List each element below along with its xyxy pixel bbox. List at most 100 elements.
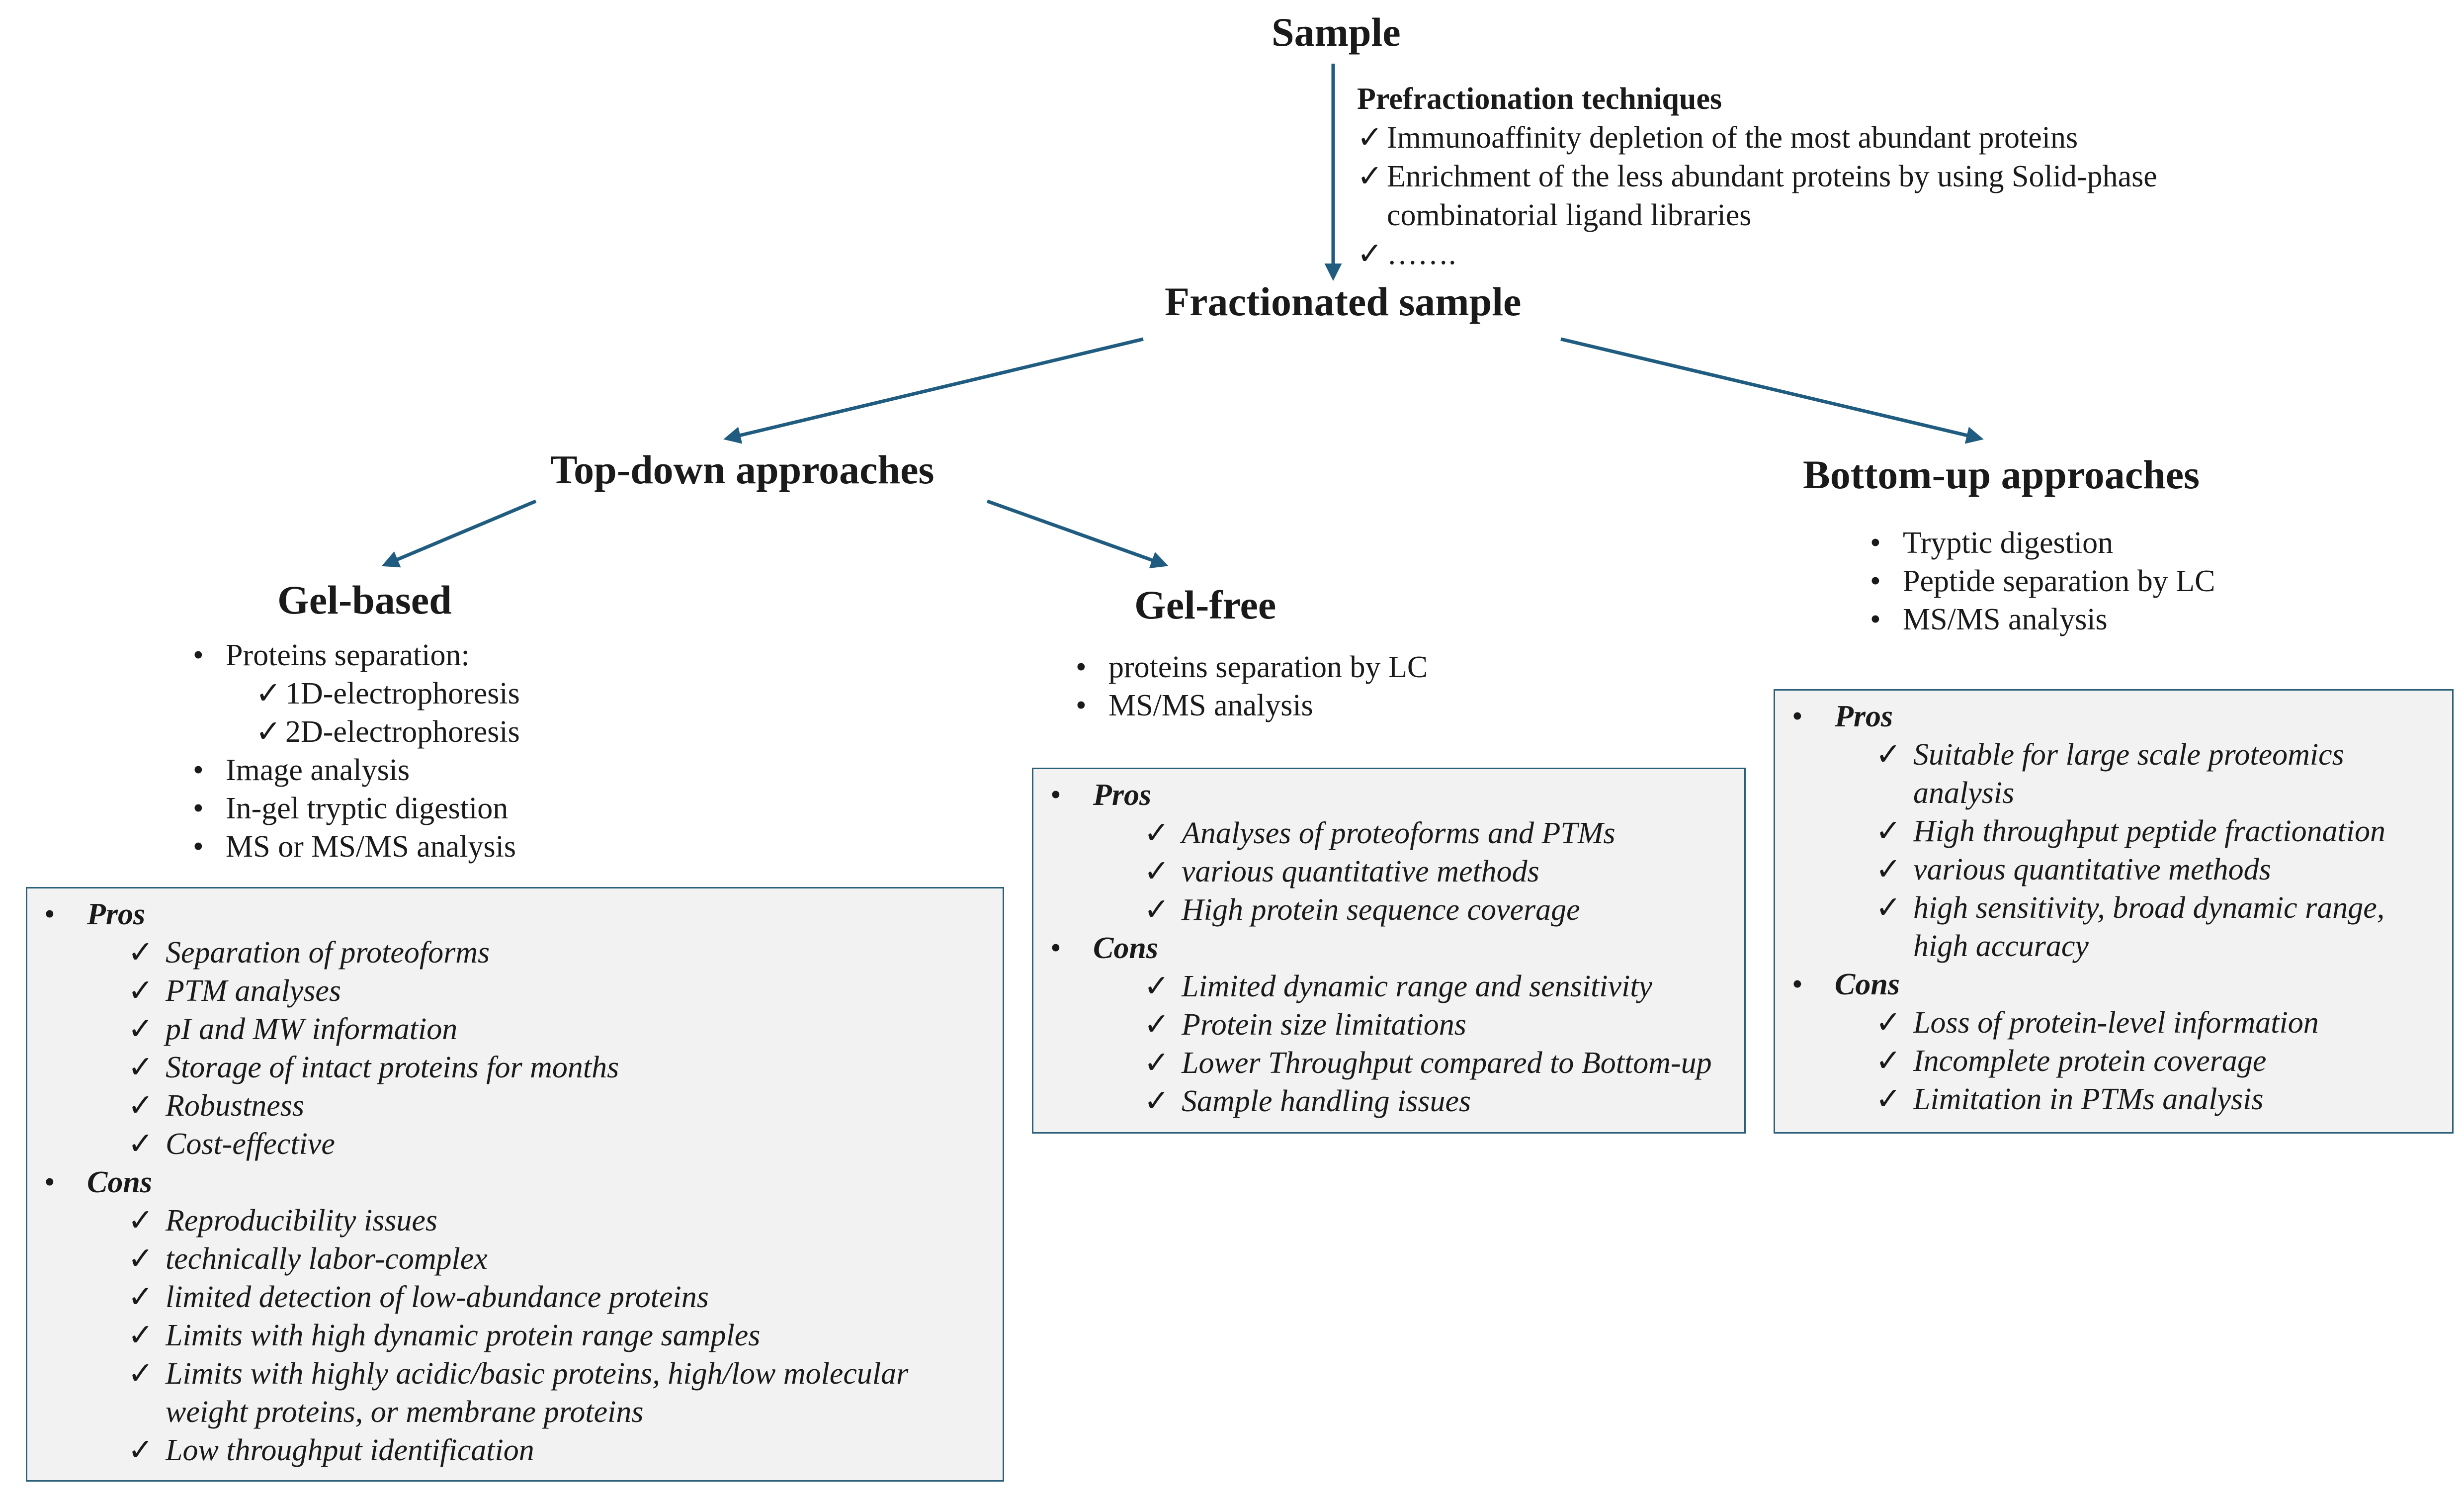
arrow-fractionated-to-bottom-up [1560,337,1984,444]
bullet-icon: • [1870,603,1881,636]
check-icon: ✓ [1144,970,1170,1003]
check-icon: ✓ [1875,1044,1901,1078]
list-item: •In-gel tryptic digestion [192,790,520,828]
list-item: •MS/MS analysis [1869,601,2215,639]
check-icon: ✓ [1144,893,1170,927]
check-icon: ✓ [128,1280,154,1314]
pros-heading: •Pros [1787,698,2442,736]
check-icon: ✓ [128,1089,154,1123]
list-item: •proteins separation by LC [1075,648,1428,687]
pros-item: ✓pI and MW information [128,1010,993,1049]
cons-item: ✓limited detection of low-abundance prot… [128,1278,993,1317]
node-bottom-up-approaches: Bottom-up approaches [1803,452,2200,497]
bullet-icon: • [1076,650,1087,684]
bullet-icon: • [1076,689,1087,722]
cons-item: ✓Sample handling issues [1144,1082,1734,1121]
check-icon: ✓ [1875,814,1901,848]
check-icon: ✓ [255,715,281,749]
bullet-icon: • [1792,700,1803,733]
node-fractionated-sample: Fractionated sample [1165,279,1522,324]
check-icon: ✓ [128,1357,154,1391]
cons-heading: •Cons [39,1163,993,1202]
pros-item: ✓Cost-effective [128,1125,993,1163]
prefractionation-heading: Prefractionation techniques [1357,82,1722,116]
check-icon: ✓ [1144,855,1170,888]
bottom-up-steps: •Tryptic digestion •Peptide separation b… [1869,524,2215,639]
bullet-icon: • [44,1165,55,1199]
cons-item: ✓Loss of protein-level information [1875,1004,2442,1042]
list-item: •Image analysis [192,751,520,790]
pros-item: ✓Storage of intact proteins for months [128,1049,993,1087]
list-item: •Peptide separation by LC [1869,562,2215,601]
cons-item: ✓Incomplete protein coverage [1875,1042,2442,1080]
check-icon: ✓ [128,1051,154,1084]
cons-item: ✓Limits with high dynamic protein range … [128,1317,993,1355]
arrow-fractionated-to-top-down [723,337,1144,444]
check-icon: ✓ [1357,121,1383,155]
node-top-down-approaches: Top-down approaches [550,447,935,492]
check-icon: ✓ [1144,1046,1170,1080]
cons-item: ✓Limited dynamic range and sensitivity [1144,968,1734,1006]
pros-heading: •Pros [39,895,993,934]
gel-based-steps: •Proteins separation: ✓1D-electrophoresi… [192,636,520,866]
check-icon: ✓ [1357,237,1383,271]
check-icon: ✓ [128,1242,154,1276]
bullet-icon: • [1870,564,1881,598]
gel-free-pros-cons-box: •Pros ✓Analyses of proteoforms and PTMs … [1032,768,1746,1134]
check-icon: ✓ [1144,1084,1170,1118]
pros-item: ✓High protein sequence coverage [1144,891,1734,929]
cons-item: ✓Protein size limitations [1144,1006,1734,1044]
cons-item: ✓Lower Throughput compared to Bottom-up [1144,1044,1734,1082]
bullet-icon: • [44,897,55,931]
arrow-top-down-to-gel-free [986,499,1169,569]
prefractionation-item: ✓……. [1357,235,2207,273]
check-icon: ✓ [1875,891,1901,925]
pros-item: ✓Suitable for large scale proteomics ana… [1875,736,2442,812]
bullet-icon: • [1870,526,1881,560]
pros-item: ✓Robustness [128,1087,993,1125]
cons-item: ✓Limitation in PTMs analysis [1875,1080,2442,1119]
gel-free-steps: •proteins separation by LC •MS/MS analys… [1075,648,1428,725]
prefractionation-item: ✓Enrichment of the less abundant protein… [1357,157,2207,235]
cons-item: ✓Limits with highly acidic/basic protein… [128,1355,993,1431]
prefractionation-panel: Prefractionation techniques ✓Immunoaffin… [1357,80,2207,273]
node-sample: Sample [1272,9,1401,55]
bullet-icon: • [193,753,204,787]
pros-item: ✓Analyses of proteoforms and PTMs [1144,814,1734,853]
list-item: •Tryptic digestion [1869,524,2215,562]
pros-item: ✓Separation of proteoforms [128,934,993,972]
check-icon: ✓ [1875,853,1901,886]
check-icon: ✓ [128,1127,154,1161]
node-gel-based: Gel-based [277,577,452,622]
check-icon: ✓ [128,1433,154,1467]
prefractionation-item: ✓Immunoaffinity depletion of the most ab… [1357,118,2207,157]
node-gel-free: Gel-free [1134,582,1276,627]
check-icon: ✓ [1875,738,1901,772]
gel-based-pros-cons-box: •Pros ✓Separation of proteoforms ✓PTM an… [26,887,1004,1482]
pros-item: ✓various quantitative methods [1875,851,2442,889]
list-item: •Proteins separation: ✓1D-electrophoresi… [192,636,520,751]
pros-item: ✓high sensitivity, broad dynamic range, … [1875,889,2442,966]
bullet-icon: • [1050,931,1061,965]
check-icon: ✓ [128,1204,154,1238]
check-icon: ✓ [128,936,154,970]
bullet-icon: • [193,638,204,672]
check-icon: ✓ [255,677,281,710]
bottom-up-pros-cons-box: •Pros ✓Suitable for large scale proteomi… [1774,689,2454,1134]
arrow-top-down-to-gel-based [381,499,537,568]
check-icon: ✓ [1875,1082,1901,1116]
check-icon: ✓ [128,974,154,1008]
pros-item: ✓PTM analyses [128,972,993,1010]
cons-item: ✓technically labor-complex [128,1240,993,1278]
pros-item: ✓various quantitative methods [1144,853,1734,891]
check-icon: ✓ [1144,816,1170,850]
cons-item: ✓Low throughput identification [128,1431,993,1470]
check-icon: ✓ [128,1012,154,1046]
pros-item: ✓High throughput peptide fractionation [1875,812,2442,851]
bullet-icon: • [1050,778,1061,812]
check-icon: ✓ [1875,1006,1901,1040]
check-icon: ✓ [1144,1008,1170,1042]
cons-heading: •Cons [1787,966,2442,1004]
check-icon: ✓ [1357,160,1383,193]
